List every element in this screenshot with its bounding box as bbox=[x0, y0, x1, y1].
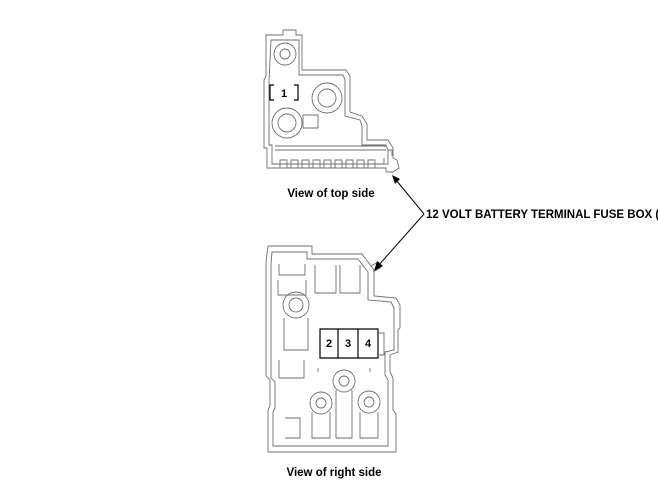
fuse-4-label: 4 bbox=[365, 338, 372, 350]
arrowhead-top bbox=[392, 175, 400, 184]
top-cutout bbox=[302, 114, 319, 129]
right-left-stem bbox=[278, 318, 309, 379]
right-terminal-left-inner bbox=[288, 297, 304, 313]
top-side-view-drawing: 1 bbox=[263, 29, 400, 173]
callout-leaders bbox=[374, 175, 425, 271]
top-teeth bbox=[279, 159, 376, 168]
top-terminal-upper bbox=[273, 42, 297, 66]
right-terminal-lower-left bbox=[309, 391, 333, 415]
fuse-2-label: 2 bbox=[326, 338, 332, 350]
right-terminal-mid bbox=[332, 369, 356, 393]
top-clip-hook bbox=[383, 149, 393, 164]
right-terminal-mid-inner bbox=[338, 375, 350, 387]
leader-to-top bbox=[395, 179, 425, 215]
right-bar bbox=[277, 280, 307, 296]
right-lower-rails bbox=[285, 368, 371, 439]
fuse-block-dividers bbox=[337, 329, 359, 358]
right-terminal-lower-left-inner bbox=[315, 397, 327, 409]
top-housing-outline bbox=[263, 29, 400, 173]
fuse-1-label: 1 bbox=[281, 88, 287, 100]
fuse-block bbox=[319, 328, 379, 359]
top-terminal-lower bbox=[271, 107, 303, 139]
fuse-3-label: 3 bbox=[345, 338, 351, 350]
right-side-view-drawing: 2 3 4 bbox=[265, 245, 401, 453]
right-top-slots bbox=[278, 264, 361, 294]
top-rail bbox=[275, 145, 386, 151]
top-terminal-lower-inner bbox=[277, 113, 297, 133]
top-terminal-upper-inner bbox=[279, 48, 291, 60]
arrowhead-right bbox=[374, 261, 383, 271]
right-housing-inner bbox=[270, 251, 395, 447]
top-terminal-right bbox=[311, 82, 343, 114]
top-view-caption: View of top side bbox=[287, 188, 374, 200]
right-terminal-left bbox=[282, 291, 310, 319]
right-terminal-lower-right-inner bbox=[363, 396, 375, 408]
right-housing-outline bbox=[265, 245, 401, 453]
fuse-block-side bbox=[378, 332, 385, 356]
right-terminal-lower-right bbox=[357, 390, 381, 414]
right-lower-legs bbox=[311, 390, 379, 439]
top-housing-inner bbox=[268, 39, 389, 165]
callout-label: 12 VOLT BATTERY TERMINAL FUSE BOX (A) bbox=[426, 209, 658, 221]
fuse-1-bracket bbox=[269, 84, 299, 101]
top-terminal-right-inner bbox=[317, 88, 337, 108]
right-view-caption: View of right side bbox=[287, 467, 382, 479]
leader-to-right bbox=[377, 213, 425, 267]
